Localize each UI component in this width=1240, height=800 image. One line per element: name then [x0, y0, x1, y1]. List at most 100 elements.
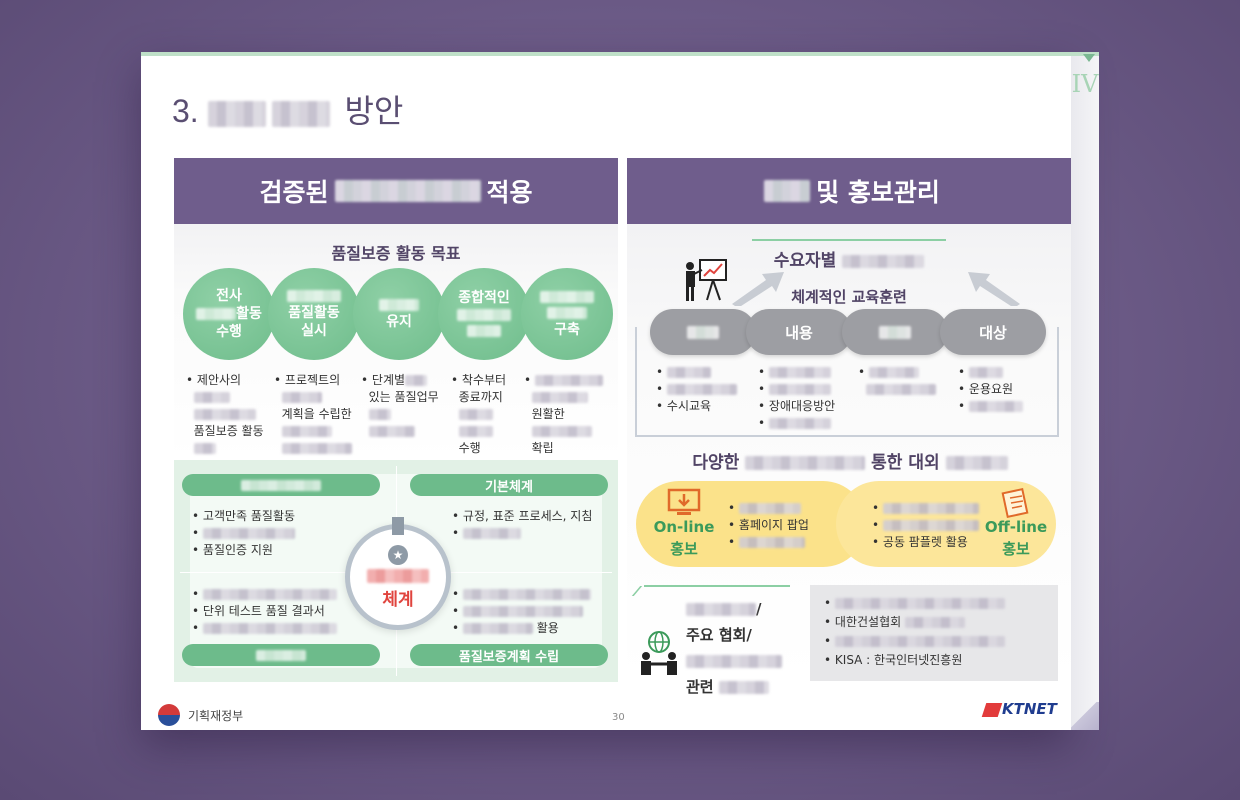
ktnet-mark-icon: [981, 702, 1003, 717]
bullet-5-b: 원활한: [531, 407, 565, 421]
various-title-prefix: 다양한: [692, 453, 740, 473]
offline-redacted-1: [882, 503, 979, 514]
assoc-list-item-1: 대한건설협회: [834, 615, 902, 629]
qa-bl-redacted-2: [202, 623, 337, 634]
ministry-name: 기획재정부: [188, 708, 244, 723]
offline-bullets: • • • 공동 팜플렛 활용: [872, 500, 979, 551]
various-title-redacted-2: [945, 456, 1008, 470]
bullet-3-b: 있는 품질업무: [368, 390, 439, 404]
pill-3-redacted: [879, 325, 911, 339]
qa-pill-bottom-left: [182, 644, 380, 666]
assoc-redacted-1: [686, 603, 756, 616]
assoc-list-item-2: KISA : 한국인터넷진흥원: [834, 653, 963, 667]
bullet-4-a: 착수부터: [461, 373, 507, 387]
circle-1-line-1: 전사: [216, 288, 242, 304]
bullet-3-redacted-1: [368, 409, 391, 420]
various-title-redacted-1: [745, 456, 866, 470]
right-header-redacted: [764, 180, 811, 202]
col2-redacted-3: [768, 418, 831, 429]
left-header-suffix: 적용: [486, 178, 533, 207]
goal-circle-4: 종합적인: [438, 268, 530, 360]
training-col-1: • • • 수시교육: [656, 364, 737, 415]
bullet-1-redacted-2: [193, 409, 256, 420]
ktnet-logo: KTNET: [981, 700, 1057, 718]
offline-label-1: Off-line: [984, 518, 1048, 536]
chapter-numeral: IV: [1071, 70, 1099, 98]
col1-item-1: 수시교육: [666, 399, 712, 413]
left-header-prefix: 검증된: [259, 178, 329, 207]
col4-redacted-2: [968, 401, 1023, 412]
goal-circle-2: 품질활동 실시: [268, 268, 360, 360]
ministry-logo: 기획재정부: [158, 704, 243, 726]
pamphlet-icon: [1001, 488, 1029, 518]
col2-redacted-1: [768, 367, 831, 378]
assoc-rule: [644, 585, 790, 587]
bullet-2-a: 프로젝트의: [284, 373, 341, 387]
online-redacted-1: [738, 503, 801, 514]
assoc-redacted-3: [718, 681, 769, 694]
goal-circle-5: 구축: [521, 268, 613, 360]
qa-tl-2: 품질인증 지원: [202, 543, 273, 557]
online-item: 홈페이지 팝업: [738, 518, 809, 532]
bullet-4-redacted-2: [458, 426, 493, 437]
goal-bullets-5: • 원활한 확립: [524, 372, 603, 457]
bullet-5-redacted-1: [534, 375, 603, 386]
badge-label: 체계: [382, 589, 414, 610]
online-label-2: 홍보: [670, 540, 698, 558]
right-header-suffix: 및 홍보관리: [816, 178, 940, 207]
bullet-4-b: 종료까지: [458, 390, 503, 404]
badge-redacted: [367, 568, 429, 583]
bullet-3-a: 단계별: [371, 373, 406, 387]
assoc-list: • • 대한건설협회 • • KISA : 한국인터넷진흥원: [824, 594, 1005, 670]
medal-star-icon: ★: [388, 544, 408, 565]
goal-bullets-2: • 프로젝트의 계획을 수립한: [274, 372, 352, 457]
offline-label: Off-line 홍보: [978, 516, 1054, 560]
various-title: 다양한 통한 대외: [640, 448, 1060, 473]
col1-redacted-1: [666, 367, 711, 378]
assoc-list-redacted-2: [904, 617, 965, 628]
bullet-5-redacted-3: [531, 426, 592, 437]
demand-title: 수요자별: [752, 246, 946, 271]
circle-3-redacted: [379, 299, 419, 311]
goal-bullets-1: • 제안사의 품질보증 활동: [186, 372, 264, 457]
training-col-4: • • 운용요원 •: [958, 364, 1023, 415]
qa-br-redacted-1: [462, 589, 591, 600]
qa-tr-1: 규정, 표준 프로세스, 지침: [462, 509, 593, 523]
circle-5-redacted-1: [540, 291, 594, 303]
assoc-title: / 주요 협회/ 관련: [686, 596, 782, 700]
title-suffix: 방안: [344, 93, 404, 129]
taeguk-icon: [158, 704, 180, 726]
assoc-redacted-2: [686, 655, 782, 668]
bullet-2-redacted-1: [281, 392, 322, 403]
page-title: 3. 방안: [172, 86, 403, 132]
various-title-mid: 통한 대외: [871, 453, 940, 473]
online-label: On-line 홍보: [646, 516, 722, 560]
col2-redacted-2: [768, 384, 831, 395]
goal-bullets-3: • 단계별 있는 품질업무: [361, 372, 439, 440]
training-pill-target: 대상: [940, 309, 1046, 355]
goal-circle-3: 유지: [353, 268, 445, 360]
page-number: 30: [612, 712, 625, 723]
bullet-4-redacted-1: [458, 409, 493, 420]
monitor-download-icon: [667, 488, 701, 515]
col4-redacted-1: [968, 367, 1003, 378]
col3-redacted-1: [868, 367, 919, 378]
qa-br-redacted-3: [462, 623, 533, 634]
medal-ribbon-icon: [392, 517, 404, 535]
pill-1-redacted: [687, 325, 719, 339]
assoc-line-3: 관련: [686, 678, 714, 696]
circle-2-line-2: 실시: [301, 323, 327, 339]
presenter-icon: [686, 259, 727, 301]
training-col-2: • • • 장애대응방안 •: [758, 365, 836, 430]
qa-pill-plan: 품질보증계획 수립: [410, 644, 608, 666]
online-promo-pill: [636, 481, 866, 567]
bullet-1-b: 품질보증 활동: [193, 424, 264, 438]
circle-5-line-1: 구축: [554, 322, 580, 338]
qa-pill-top-left: [182, 474, 380, 496]
training-arrows: [732, 272, 1020, 306]
bullet-2-b: 계획을 수립한: [281, 407, 352, 421]
bullet-1-redacted-3: [193, 443, 216, 454]
bullet-5-redacted-2: [531, 392, 588, 403]
bullet-3-redacted-2: [368, 426, 415, 437]
right-panel-header: 및 홍보관리: [627, 158, 1071, 224]
